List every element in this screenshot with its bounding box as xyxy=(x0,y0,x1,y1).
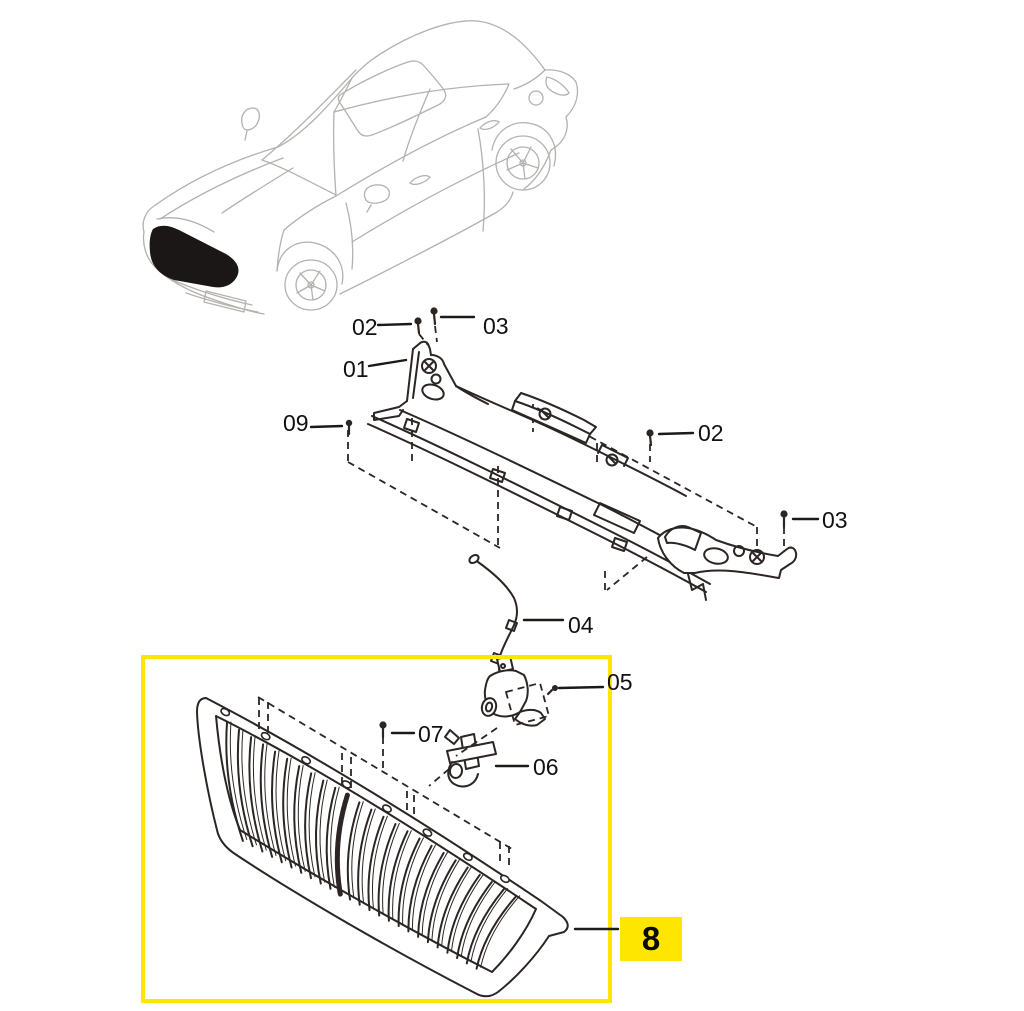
callout-label-04: 04 xyxy=(568,612,594,638)
callout-label-01: 01 xyxy=(343,356,369,382)
highlight-region xyxy=(141,655,612,1003)
callout-leader-lines xyxy=(309,315,820,931)
car-grille-highlight xyxy=(149,225,239,288)
screw-02-top xyxy=(414,317,422,335)
callout-label-03-top: 03 xyxy=(483,313,509,339)
callout-label-02-top: 02 xyxy=(352,314,378,340)
screw-03-right xyxy=(780,510,788,529)
part-06-striker xyxy=(428,727,498,788)
callout-label-03-right: 03 xyxy=(822,507,848,533)
vehicle-illustration xyxy=(142,20,579,315)
screw-03-top xyxy=(430,307,438,326)
part-08-grille xyxy=(196,696,569,998)
highlighted-part-badge: 8 xyxy=(620,917,682,961)
screw-09 xyxy=(345,419,353,436)
part-05-hood-latch xyxy=(480,655,551,727)
highlighted-part-number: 8 xyxy=(642,920,660,957)
callout-labels: 02 03 01 09 02 03 04 05 06 07 xyxy=(283,313,848,780)
highlight-rectangle xyxy=(141,655,612,1003)
fastener-screws xyxy=(345,307,788,739)
callout-label-02-right: 02 xyxy=(698,420,724,446)
screw-02-right xyxy=(646,429,654,447)
part-01-sight-shield xyxy=(367,340,798,601)
callout-label-09: 09 xyxy=(283,410,309,436)
grille-mount-clips xyxy=(220,707,510,884)
pin-05 xyxy=(546,685,558,696)
callout-label-07: 07 xyxy=(418,721,444,747)
screw-07 xyxy=(379,721,387,739)
callout-label-05: 05 xyxy=(607,669,633,695)
grille-slats xyxy=(225,721,521,970)
callout-label-06: 06 xyxy=(533,754,559,780)
